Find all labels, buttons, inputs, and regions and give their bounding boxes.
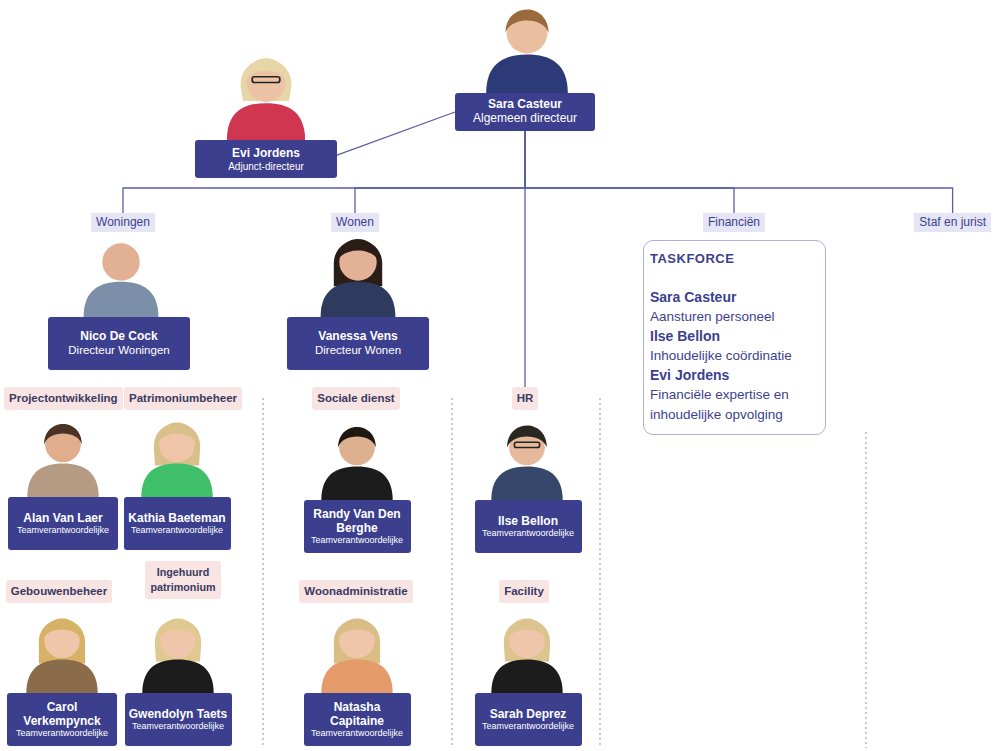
node-text: HR [517,391,534,406]
node-text: Patrimoniumbeheer [129,391,237,406]
node-text: Kathia Baeteman [127,511,228,525]
node-text: Woningen [96,215,150,230]
person-box: Randy Van Den BergheTeamverantwoordelijk… [304,500,411,553]
node-text: Gebouwenbeheer [11,584,108,599]
node-text: Nico De Cock [51,329,187,343]
section-label: Staf en jurist [914,213,991,232]
connector-line [525,131,734,213]
person-box: Ilse BellonTeamverantwoordelijke [475,500,582,553]
person-photo [486,10,568,93]
node-text: Financiële expertise en inhoudelijke opv… [650,385,819,424]
director-box: Sara CasteurAlgemeen directeur [455,93,595,131]
dotted-separator [866,432,867,748]
person-box: Natasha CapitaineTeamverantwoordelijke [304,693,411,746]
node-text: Woonadministratie [304,584,407,599]
node-text: Wonen [336,215,374,230]
section-label: Wonen [331,213,379,232]
person-photo [321,427,392,500]
person-photo [141,422,212,497]
director-box: Nico De CockDirecteur Woningen [48,317,190,370]
node-text: Teamverantwoordelijke [478,528,579,540]
node-text: Evi Jordens [198,146,334,160]
director-box: Vanessa VensDirecteur Wonen [287,317,429,370]
dotted-separator [452,398,453,748]
person-box: Gwendolyn TaetsTeamverantwoordelijke [125,693,232,746]
node-text: Gwendolyn Taets [128,707,229,721]
node-text: Sara Casteur [458,97,592,111]
node-text: Facility [504,584,544,599]
node-text: Teamverantwoordelijke [478,721,579,733]
node-text: Sociale dienst [317,391,394,406]
node-text: Vanessa Vens [290,329,426,343]
person-photo [142,618,213,693]
team-label: HR [512,387,539,410]
node-text: Alan Van Laer [11,511,115,525]
person-box: Alan Van LaerTeamverantwoordelijke [8,497,118,550]
director-box: Evi JordensAdjunct-directeur [195,140,337,178]
node-text: Projectontwikkeling [9,391,118,406]
node-text: Evi Jordens [650,366,819,386]
node-text: Financiën [708,215,760,230]
connector-line [355,131,525,213]
person-photo [84,243,159,317]
node-text: Ingehuurd patrimonium [150,565,216,595]
dotted-separator [263,398,264,748]
person-photo [27,424,98,497]
person-photo [321,239,396,317]
team-label: Ingehuurd patrimonium [145,561,221,599]
column-separators [263,398,866,748]
person-photo [227,58,305,140]
person-photo [26,618,97,693]
connector-line [525,131,953,213]
team-label: Patrimoniumbeheer [124,387,242,410]
node-text: Ilse Bellon [650,327,819,347]
node-text: Randy Van Den Berghe [307,507,408,535]
node-text: Inhoudelijke coördinatie [650,346,819,366]
team-label: Gebouwenbeheer [6,580,113,603]
person-photo [491,425,562,500]
section-label: Financiën [703,213,765,232]
dotted-separator [600,398,601,748]
node-text: Directeur Wonen [290,343,426,358]
connector-line [123,131,525,213]
node-text: Ilse Bellon [478,514,579,528]
node-text: Sarah Deprez [478,707,579,721]
person-photo [491,618,562,693]
person-photo [321,618,392,693]
section-label: Woningen [91,213,155,232]
node-text: Teamverantwoordelijke [10,728,114,740]
node-text: Natasha Capitaine [307,700,408,728]
node-text: Sara Casteur [650,288,819,308]
node-text: Teamverantwoordelijke [127,525,228,537]
node-text: Aansturen personeel [650,307,819,327]
node-text: Staf en jurist [919,215,986,230]
connector-line [337,112,455,155]
person-box: Sarah DeprezTeamverantwoordelijke [475,693,582,746]
team-label: Projectontwikkeling [4,387,123,410]
person-box: Carol VerkempynckTeamverantwoordelijke [7,693,117,746]
team-label: Facility [499,580,549,603]
node-text: Algemeen directeur [458,111,592,127]
node-text: Teamverantwoordelijke [307,535,408,547]
node-text: Teamverantwoordelijke [128,721,229,733]
team-label: Woonadministratie [299,580,412,603]
node-text: Teamverantwoordelijke [11,525,115,537]
taskforce-box: TASKFORCE Sara CasteurAansturen personeel… [643,240,826,435]
person-box: Kathia BaetemanTeamverantwoordelijke [124,497,231,550]
connector-line [524,131,525,387]
node-text: Carol Verkempynck [10,700,114,728]
node-text: Directeur Woningen [51,343,187,358]
node-text: TASKFORCE [650,249,819,269]
team-label: Sociale dienst [312,387,399,410]
node-text: Adjunct-directeur [198,160,334,173]
node-text: Teamverantwoordelijke [307,728,408,740]
